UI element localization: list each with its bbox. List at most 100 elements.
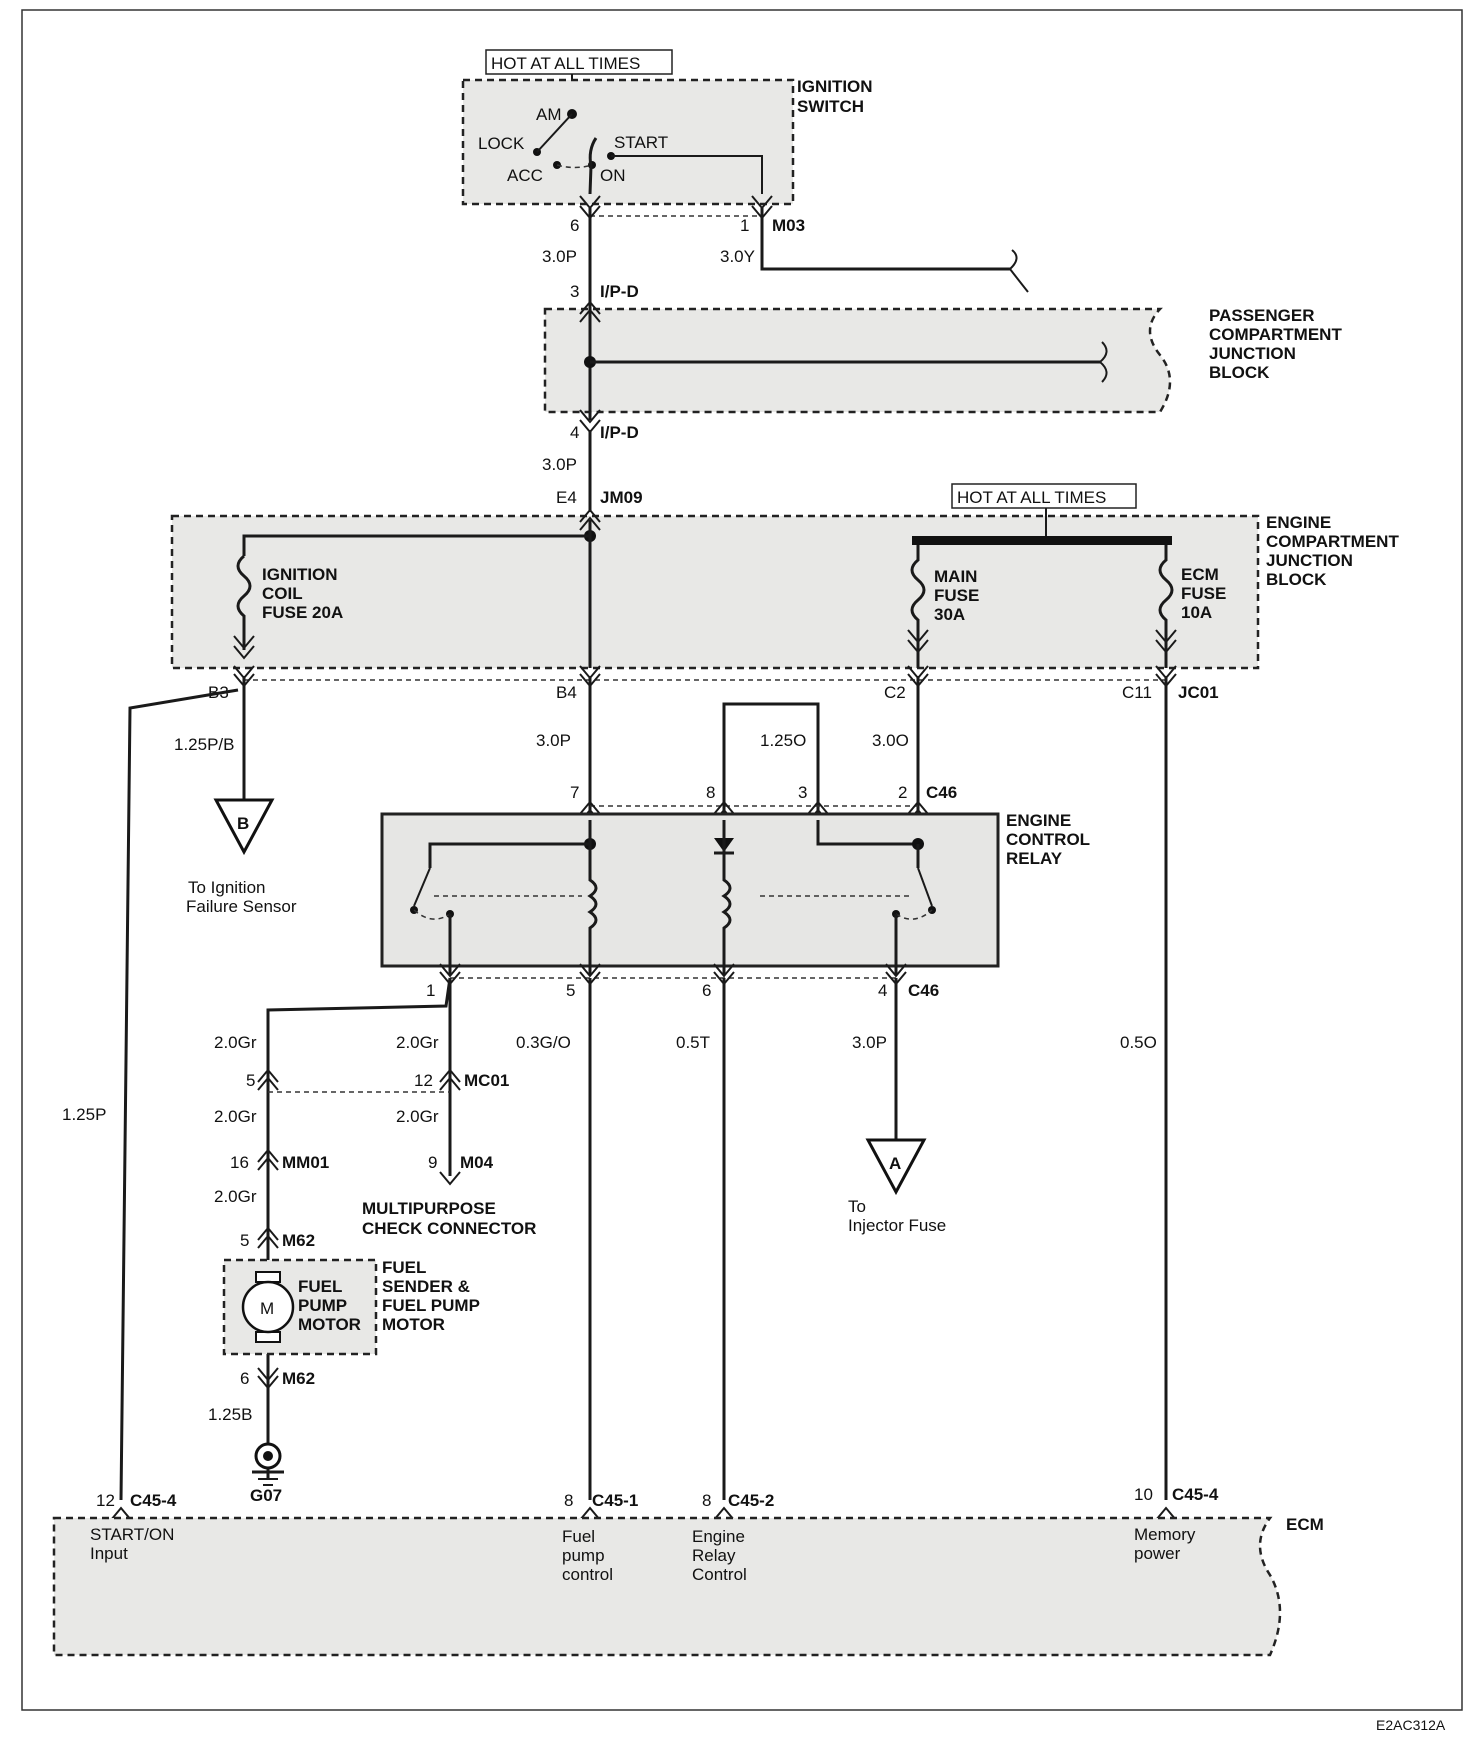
label-ref-a-label-l1: To	[848, 1197, 866, 1216]
label-ejb-main-fuse-l1: MAIN	[934, 567, 977, 586]
label-ignition-switch-pin-1: 1	[740, 216, 749, 235]
ref-a-triangle-icon: A	[865, 1138, 927, 1196]
label-relay-title-l1: ENGINE	[1006, 811, 1071, 830]
fuel-pump-motor: M FUEL PUMP MOTOR FUEL SENDER & FUEL PUM…	[222, 1258, 480, 1356]
label-wires-w-30p-a: 3.0P	[542, 247, 577, 266]
label-ref-a-letter: A	[889, 1154, 901, 1173]
label-wires-w-20gr-e: 2.0Gr	[214, 1187, 257, 1206]
ignition-coil-fuse-icon	[233, 554, 255, 660]
label-ref-b-label-l2: Failure Sensor	[186, 897, 297, 916]
label-wires-w-30p-b: 3.0P	[542, 455, 577, 474]
label-wires-w-125pb: 1.25P/B	[174, 735, 235, 754]
label-ejb-pin-b4: B4	[556, 683, 577, 702]
ground-icon	[252, 1442, 284, 1486]
label-ecm-title: ECM	[1286, 1515, 1324, 1534]
label-fuel-pump-title-l3: FUEL PUMP	[382, 1296, 480, 1315]
label-pjb-pin-3: 3	[570, 282, 579, 301]
label-wires-w-20gr-b: 2.0Gr	[396, 1033, 439, 1052]
label-fuel-pump-inner-l3: MOTOR	[298, 1315, 361, 1334]
label-ignition-switch-title-l1: IGNITION	[797, 77, 873, 96]
label-wires-w-30p-c: 3.0P	[536, 731, 571, 750]
label-ejb-title-l4: BLOCK	[1266, 570, 1327, 589]
engine-control-relay: ENGINE CONTROL RELAY	[380, 811, 1090, 968]
label-wires-w-30p-d: 3.0P	[852, 1033, 887, 1052]
label-ignition-switch-connector-m03: M03	[772, 216, 805, 235]
label-ignition-switch-positions-am: AM	[536, 105, 562, 124]
label-wires-w-125b: 1.25B	[208, 1405, 252, 1424]
label-ecm-c2-l3: control	[562, 1565, 613, 1584]
label-ejb-connector-jm09: JM09	[600, 488, 643, 507]
label-ejb-ign-fuse-l3: FUSE 20A	[262, 603, 343, 622]
label-ecm-c1-l2: Input	[90, 1544, 128, 1563]
label-fuel-pump-title-l1: FUEL	[382, 1258, 426, 1277]
label-mm01-pin: 16	[230, 1153, 249, 1172]
label-ejb-ecm-fuse-l2: FUSE	[1181, 584, 1226, 603]
label-m62-pin-top: 5	[240, 1231, 249, 1250]
label-ground-label: G07	[250, 1486, 282, 1505]
ref-b-triangle-icon: B	[213, 798, 275, 856]
motor-icon	[241, 1280, 295, 1334]
label-relay-pin-7: 7	[570, 783, 579, 802]
label-wires-w-30y: 3.0Y	[720, 247, 755, 266]
label-m62-connector-top: M62	[282, 1231, 315, 1250]
label-ejb-pin-e4: E4	[556, 488, 577, 507]
label-ecm-c3-l2: Relay	[692, 1546, 736, 1565]
label-m04-title-l2: CHECK CONNECTOR	[362, 1219, 536, 1238]
label-relay-connector-top: C46	[926, 783, 957, 802]
diagram-id: E2AC312A	[1376, 1717, 1446, 1733]
label-ecm-c2-l2: pump	[562, 1546, 605, 1565]
label-relay-pin-2: 2	[898, 783, 907, 802]
label-ecm-c3-l1: Engine	[692, 1527, 745, 1546]
label-relay-pin-1: 1	[426, 981, 435, 1000]
label-ignition-switch-title-l2: SWITCH	[797, 97, 864, 116]
label-ejb-main-fuse-l3: 30A	[934, 605, 965, 624]
label-wires-w-20gr-c: 2.0Gr	[214, 1107, 257, 1126]
hot-at-all-times-tag-ejb: HOT AT ALL TIMES	[951, 483, 1137, 509]
label-pjb-title-l1: PASSENGER	[1209, 306, 1315, 325]
label-ejb-title-l3: JUNCTION	[1266, 551, 1353, 570]
label-mm01-connector: MM01	[282, 1153, 329, 1172]
label-ecm-c4-conn: C45-4	[1172, 1485, 1219, 1504]
label-ignition-switch-pin-6: 6	[570, 216, 579, 235]
label-wires-w-05t: 0.5T	[676, 1033, 710, 1052]
label-relay-pin-8: 8	[706, 783, 715, 802]
label-pjb-title-l3: JUNCTION	[1209, 344, 1296, 363]
label-ejb-ecm-fuse-l3: 10A	[1181, 603, 1212, 622]
label-m62-pin-bottom: 6	[240, 1369, 249, 1388]
label-ecm-c1-pin: 12	[96, 1491, 115, 1510]
page-frame	[21, 9, 1463, 1711]
label-ecm-c4-l1: Memory	[1134, 1525, 1196, 1544]
label-ejb-title-l1: ENGINE	[1266, 513, 1331, 532]
label-relay-title-l3: RELAY	[1006, 849, 1063, 868]
ecm-fuse-icon	[1155, 545, 1177, 668]
label-ecm-c3-pin: 8	[702, 1491, 711, 1510]
label-wires-w-03go: 0.3G/O	[516, 1033, 571, 1052]
label-mc01-pin-12: 12	[414, 1071, 433, 1090]
passenger-junction-block: PASSENGER COMPARTMENT JUNCTION BLOCK	[543, 306, 1342, 414]
hot-bus-bar	[912, 536, 1172, 545]
label-relay-pin-4: 4	[878, 981, 887, 1000]
label-fuel-pump-inner-l1: FUEL	[298, 1277, 342, 1296]
label-ignition-switch-positions-start: START	[614, 133, 668, 152]
label-fuel-pump-title-l4: MOTOR	[382, 1315, 445, 1334]
label-fuel-pump-title-l2: SENDER &	[382, 1277, 470, 1296]
ecm-module: ECM	[52, 1515, 1324, 1657]
label-ecm-c2-pin: 8	[564, 1491, 573, 1510]
label-wires-w-20gr-d: 2.0Gr	[396, 1107, 439, 1126]
label-m04-title-l1: MULTIPURPOSE	[362, 1199, 496, 1218]
label-relay-connector-bottom: C46	[908, 981, 939, 1000]
label-ejb-pin-c2: C2	[884, 683, 906, 702]
label-ejb-ecm-fuse-l1: ECM	[1181, 565, 1219, 584]
label-ejb-ign-fuse-l2: COIL	[262, 584, 303, 603]
label-ecm-c1-l1: START/ON	[90, 1525, 174, 1544]
label-pjb-connector: I/P-D	[600, 423, 639, 442]
ignition-switch: IGNITION SWITCH AM LOCK START ACC ON	[461, 77, 873, 206]
label-ecm-c3-l3: Control	[692, 1565, 747, 1584]
label-pjb-title-l2: COMPARTMENT	[1209, 325, 1342, 344]
label-relay-title-l2: CONTROL	[1006, 830, 1090, 849]
label-wires-w-30o: 3.0O	[872, 731, 909, 750]
label-relay-pin-6: 6	[702, 981, 711, 1000]
label-hot-at-all-times: HOT AT ALL TIMES	[491, 54, 640, 73]
label-ejb-ign-fuse-l1: IGNITION	[262, 565, 338, 584]
